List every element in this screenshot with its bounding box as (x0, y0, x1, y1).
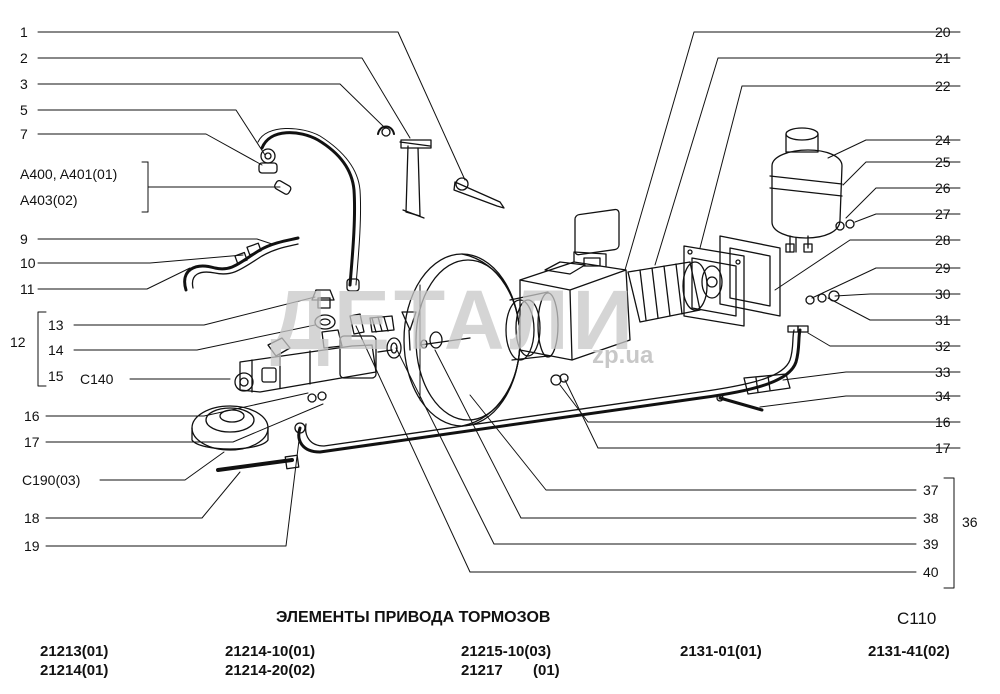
label-40: 40 (923, 564, 939, 580)
watermark-sub: zp.ua (592, 342, 654, 369)
label-14: 14 (48, 342, 64, 358)
label-10: 10 (20, 255, 36, 271)
label-30: 30 (935, 286, 951, 302)
label-3: 3 (20, 76, 28, 92)
bolt-18 (216, 458, 294, 472)
label-29: 29 (935, 260, 951, 276)
label-37: 37 (923, 482, 939, 498)
label-5: 5 (20, 102, 28, 118)
leader-lines-left (37, 31, 466, 547)
model-21217: 21217 (461, 662, 503, 679)
label-1: 1 (20, 24, 28, 40)
label-34: 34 (935, 388, 951, 404)
hose-clamp-5 (260, 148, 276, 164)
label-32: 32 (935, 338, 951, 354)
model-2131-41: 2131-41(02) (868, 643, 950, 660)
reservoir-cap (191, 405, 269, 451)
page-title: ЭЛЕМЕНТЫ ПРИВОДА ТОРМОЗОВ (276, 609, 551, 626)
label-39: 39 (923, 536, 939, 552)
label-12: 12 (10, 334, 26, 350)
bracket-2 (399, 141, 431, 217)
label-c140: C140 (80, 371, 114, 387)
label-26: 26 (935, 180, 951, 196)
bellows (627, 261, 723, 323)
label-17-right: 17 (935, 440, 951, 456)
clip-33 (743, 373, 791, 395)
section-code: C110 (897, 609, 937, 628)
label-16-left: 16 (24, 408, 40, 424)
label-16-right: 16 (935, 414, 951, 430)
bolt-a400 (274, 179, 292, 195)
label-38: 38 (923, 510, 939, 526)
model-21215-10: 21215-10(03) (461, 643, 552, 660)
hose-clamp-7 (258, 162, 278, 174)
label-11: 11 (20, 281, 35, 297)
master-cylinder (234, 289, 417, 393)
gasket-22 (683, 245, 745, 327)
vacuum-hose (260, 131, 357, 287)
watermark-main: ДЕТАЛИ (270, 273, 637, 367)
label-36: 36 (962, 514, 978, 530)
flange-28 (719, 235, 781, 317)
label-a400: A400, A401(01) (20, 166, 118, 182)
label-2: 2 (20, 50, 28, 66)
label-18: 18 (24, 510, 40, 526)
leader-lines-right (355, 31, 961, 589)
label-19: 19 (24, 538, 40, 554)
label-9: 9 (20, 231, 28, 247)
brake-pipe (297, 328, 802, 454)
valve-body (519, 208, 631, 361)
label-25: 25 (935, 154, 951, 170)
label-c190: C190(03) (22, 472, 81, 488)
reservoir (769, 127, 843, 253)
bolt-34 (718, 396, 764, 412)
model-21214-10: 21214-10(01) (225, 643, 316, 660)
label-33: 33 (935, 364, 951, 380)
model-21214-20: 21214-20(02) (225, 662, 316, 679)
model-21213: 21213(01) (40, 643, 109, 660)
label-15: 15 (48, 368, 64, 384)
label-17-left: 17 (24, 434, 40, 450)
label-20: 20 (935, 24, 951, 40)
label-7: 7 (20, 126, 28, 142)
label-13: 13 (48, 317, 64, 333)
label-31: 31 (935, 312, 951, 328)
model-2131-01: 2131-01(01) (680, 643, 762, 660)
label-28: 28 (935, 232, 951, 248)
model-21217-suffix: (01) (533, 662, 560, 679)
pushrod-parts (377, 331, 471, 359)
label-24: 24 (935, 132, 951, 148)
model-21214: 21214(01) (40, 662, 109, 679)
return-hose (183, 236, 300, 292)
label-27: 27 (935, 206, 951, 222)
lever-1 (453, 181, 505, 209)
label-22: 22 (935, 78, 951, 94)
label-a403: A403(02) (20, 192, 78, 208)
label-21: 21 (935, 50, 951, 66)
